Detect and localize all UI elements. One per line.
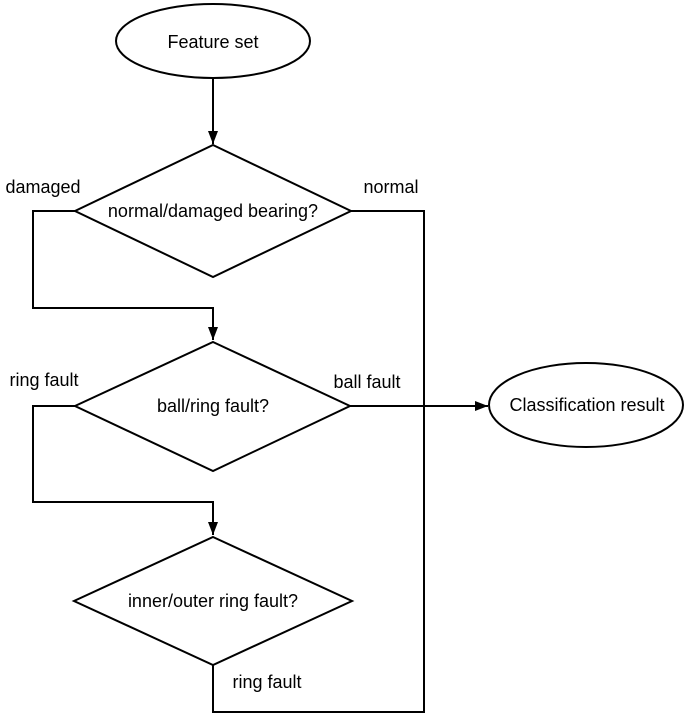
node-decision-ball-ring-label: ball/ring fault? — [157, 396, 269, 416]
node-decision-ball-ring — [72, 340, 353, 473]
edge-label-damaged: damaged — [5, 177, 80, 197]
node-feature-set-label: Feature set — [167, 32, 258, 52]
edge-label-normal: normal — [363, 177, 418, 197]
node-classification-result — [488, 362, 684, 448]
node-decision-inner-outer-label: inner/outer ring fault? — [128, 591, 298, 611]
edge-decision1-normal-and-bottom-return — [212, 210, 425, 713]
edge-label-ball-fault: ball fault — [333, 372, 400, 392]
edge-decision2-ringfault-to-decision3 — [32, 405, 218, 535]
node-classification-result-label: Classification result — [509, 395, 664, 415]
node-decision-inner-outer — [71, 535, 355, 667]
edge-decision1-damaged-to-decision2 — [32, 210, 218, 340]
edge-label-ring-fault-left: ring fault — [9, 370, 78, 390]
node-decision-normal-damaged — [72, 143, 354, 279]
edge-label-ring-fault-bottom: ring fault — [232, 672, 301, 692]
node-decision-normal-damaged-label: normal/damaged bearing? — [108, 201, 318, 221]
node-feature-set — [115, 3, 311, 79]
